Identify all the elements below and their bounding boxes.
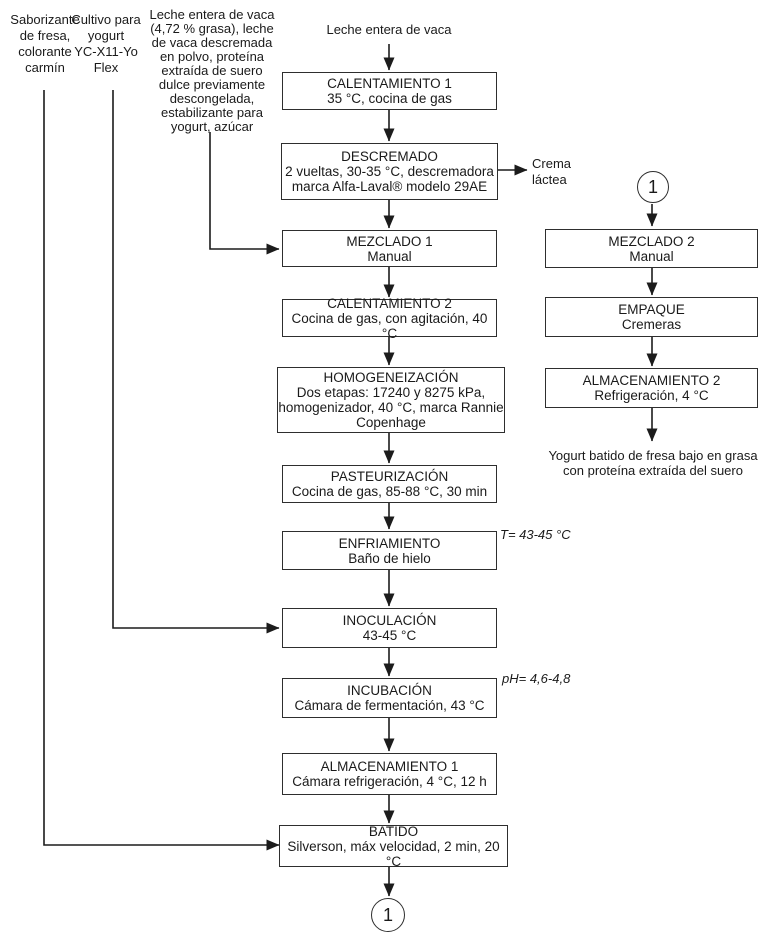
step-title: BATIDO bbox=[368, 823, 419, 839]
step-box-inoculacion: INOCULACIÓN 43-45 °C bbox=[282, 608, 497, 648]
step-detail: Cámara de fermentación, 43 °C bbox=[294, 698, 485, 713]
input-line-saborizante bbox=[43, 90, 280, 851]
connector-number: 1 bbox=[382, 904, 393, 925]
connector-circle-bottom: 1 bbox=[371, 898, 405, 932]
step-title: ENFRIAMIENTO bbox=[338, 535, 441, 551]
step-box-batido: BATIDO Silverson, máx velocidad, 2 min, … bbox=[279, 823, 508, 869]
connector-circle-top: 1 bbox=[637, 171, 669, 203]
step-detail: Dos etapas: 17240 y 8275 kPa, homogeniza… bbox=[278, 385, 504, 430]
step-detail: 43-45 °C bbox=[362, 628, 417, 643]
step-box-descremado: DESCREMADO 2 vueltas, 30-35 °C, descrema… bbox=[281, 143, 498, 200]
step-box-almacenamiento-2: ALMACENAMIENTO 2 Refrigeración, 4 °C bbox=[545, 368, 758, 408]
step-title: INOCULACIÓN bbox=[342, 613, 437, 628]
step-detail: Baño de hielo bbox=[348, 550, 431, 566]
step-box-incubacion: INCUBACIÓN Cámara de fermentación, 43 °C bbox=[282, 678, 497, 718]
ph-note: pH= 4,6-4,8 bbox=[502, 671, 571, 686]
step-title: INCUBACIÓN bbox=[347, 683, 432, 698]
step-title: CALENTAMIENTO 2 bbox=[327, 295, 452, 311]
step-detail: Cocina de gas, 85-88 °C, 30 min bbox=[291, 484, 488, 499]
input-line-cultivo bbox=[112, 90, 280, 634]
input-label-cultivo: Cultivo para yogurt YC-X11-Yo Flex bbox=[71, 12, 141, 75]
step-box-empaque: EMPAQUE Cremeras bbox=[545, 297, 758, 337]
step-detail: 35 °C, cocina de gas bbox=[327, 91, 452, 106]
step-box-enfriamiento: ENFRIAMIENTO Baño de hielo bbox=[282, 531, 497, 570]
step-title: HOMOGENEIZACIÓN bbox=[323, 370, 459, 385]
top-input-label: Leche entera de vaca bbox=[326, 22, 452, 37]
step-detail: Manual bbox=[629, 248, 674, 264]
input-label-saborizante: Saborizante de fresa, colorante carmín bbox=[10, 12, 80, 75]
step-box-mezclado-2: MEZCLADO 2 Manual bbox=[545, 229, 758, 268]
step-detail: Refrigeración, 4 °C bbox=[594, 388, 709, 403]
step-box-homogeneizacion: HOMOGENEIZACIÓN Dos etapas: 17240 y 8275… bbox=[277, 367, 505, 433]
step-detail: Cocina de gas, con agitación, 40 °C bbox=[291, 310, 488, 341]
step-box-calentamiento-2: CALENTAMIENTO 2 Cocina de gas, con agita… bbox=[282, 295, 497, 341]
step-title: ALMACENAMIENTO 2 bbox=[582, 373, 721, 388]
step-title: ALMACENAMIENTO 1 bbox=[320, 759, 459, 774]
byproduct-label: Crema láctea bbox=[532, 156, 572, 187]
step-box-mezclado-1: MEZCLADO 1 Manual bbox=[282, 230, 497, 267]
step-box-pasteurizacion: PASTEURIZACIÓN Cocina de gas, 85-88 °C, … bbox=[282, 465, 497, 503]
connector-number: 1 bbox=[647, 176, 658, 197]
step-title: EMPAQUE bbox=[618, 302, 685, 317]
step-detail: Cremeras bbox=[621, 317, 682, 332]
step-title: MEZCLADO 1 bbox=[346, 233, 433, 249]
step-detail: Silverson, máx velocidad, 2 min, 20 °C bbox=[287, 838, 500, 869]
output-label: Yogurt batido de fresa bajo en grasa con… bbox=[548, 448, 758, 478]
step-detail: Cámara refrigeración, 4 °C, 12 h bbox=[292, 774, 487, 789]
input-line-ingredientes bbox=[209, 132, 280, 255]
step-box-calentamiento-1: CALENTAMIENTO 1 35 °C, cocina de gas bbox=[282, 72, 497, 110]
input-label-ingredientes: Leche entera de vaca (4,72 % grasa), lec… bbox=[149, 7, 275, 134]
input-lines bbox=[43, 90, 280, 851]
step-detail: Manual bbox=[367, 248, 412, 264]
step-box-almacenamiento-1: ALMACENAMIENTO 1 Cámara refrigeración, 4… bbox=[282, 753, 497, 795]
step-title: MEZCLADO 2 bbox=[608, 233, 695, 249]
step-title: DESCREMADO bbox=[341, 149, 438, 164]
step-title: PASTEURIZACIÓN bbox=[330, 469, 449, 484]
temperature-note: T= 43-45 °C bbox=[500, 527, 571, 542]
step-title: CALENTAMIENTO 1 bbox=[327, 76, 452, 91]
step-detail: 2 vueltas, 30-35 °C, descremadora marca … bbox=[285, 164, 494, 194]
